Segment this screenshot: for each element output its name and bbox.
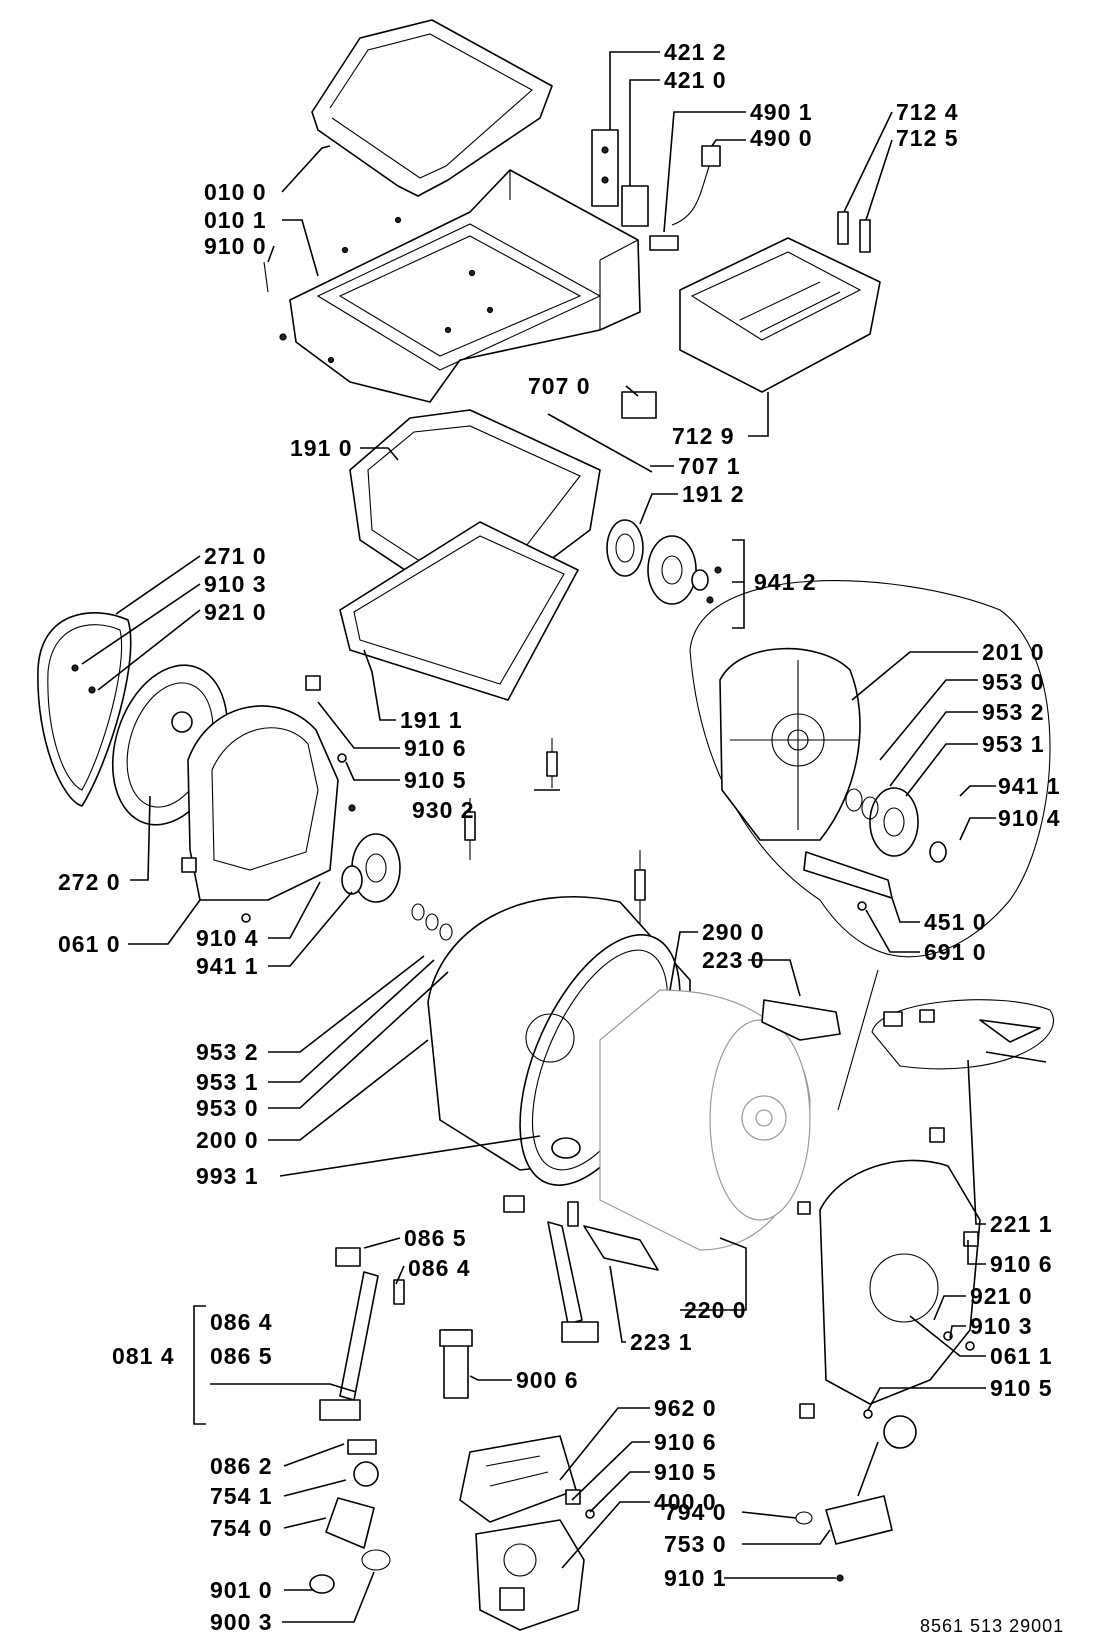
label-712-5: 712 5 [896, 125, 959, 151]
label-010-1: 010 1 [204, 207, 267, 233]
label-421-2: 421 2 [664, 39, 727, 65]
left-side-cover-part [181, 675, 356, 923]
label-993-1: 993 1 [196, 1163, 259, 1189]
label-930-2: 930 2 [412, 797, 475, 823]
top-frame-part [263, 169, 641, 403]
label-271-0: 271 0 [204, 543, 267, 569]
label-272-0: 272 0 [58, 869, 121, 895]
lid-frame-part [311, 19, 553, 197]
drum-part [599, 989, 811, 1251]
label-086-5-top: 086 5 [404, 1225, 467, 1251]
label-086-4-group: 086 4 [210, 1309, 273, 1335]
label-953-2: 953 2 [982, 699, 1045, 725]
label-910-3-right: 910 3 [970, 1313, 1033, 1339]
label-490-0: 490 0 [750, 125, 813, 151]
small-parts-cluster [871, 999, 1054, 1070]
label-953-0: 953 0 [982, 669, 1045, 695]
drain-hose-part [309, 1461, 391, 1594]
detergent-drawer-part [679, 237, 881, 393]
label-901-0: 901 0 [210, 1577, 273, 1603]
label-910-6-right: 910 6 [990, 1251, 1053, 1277]
label-712-4: 712 4 [896, 99, 959, 125]
tub-back-part [719, 647, 861, 841]
label-086-5-group: 086 5 [210, 1343, 273, 1369]
label-200-0: 200 0 [196, 1127, 259, 1153]
label-490-1: 490 1 [750, 99, 813, 125]
label-921-0: 921 0 [204, 599, 267, 625]
label-900-3: 900 3 [210, 1609, 273, 1635]
label-941-2: 941 2 [754, 569, 817, 595]
bracket-part [591, 129, 649, 227]
label-910-5-right: 910 5 [990, 1375, 1053, 1401]
label-910-4-right: 910 4 [998, 805, 1061, 831]
pump-filter-part [439, 1329, 473, 1399]
pressure-switch-part [795, 1415, 917, 1582]
label-223-0: 223 0 [702, 947, 765, 973]
label-707-0: 707 0 [528, 373, 591, 399]
label-451-0: 451 0 [924, 909, 987, 935]
part-number-labels: 421 2 421 0 490 1 490 0 712 4 712 5 010 … [58, 39, 1064, 1636]
label-910-6-bottom: 910 6 [654, 1429, 717, 1455]
counterweight-part [583, 1225, 659, 1271]
label-910-6: 910 6 [404, 735, 467, 761]
label-910-5: 910 5 [404, 767, 467, 793]
label-953-2-left: 953 2 [196, 1039, 259, 1065]
left-bearing-seals-part [341, 833, 453, 941]
label-223-1: 223 1 [630, 1329, 693, 1355]
door-lock-part [547, 391, 657, 473]
label-707-1: 707 1 [678, 453, 741, 479]
label-953-1-left: 953 1 [196, 1069, 259, 1095]
label-910-3: 910 3 [204, 571, 267, 597]
label-953-0-left: 953 0 [196, 1095, 259, 1121]
drive-belt-part [37, 612, 132, 807]
label-754-1: 754 1 [210, 1483, 273, 1509]
leader-lines [81, 51, 996, 1623]
label-910-0: 910 0 [204, 233, 267, 259]
drain-pump-part [475, 1489, 595, 1631]
label-900-6: 900 6 [516, 1367, 579, 1393]
label-220-0: 220 0 [684, 1297, 747, 1323]
label-221-1: 221 1 [990, 1211, 1053, 1237]
callout-bubble [689, 580, 1051, 1111]
label-290-0: 290 0 [702, 919, 765, 945]
label-421-0: 421 0 [664, 67, 727, 93]
label-191-1: 191 1 [400, 707, 463, 733]
label-921-0-right: 921 0 [970, 1283, 1033, 1309]
heater-bearing-part [803, 787, 947, 911]
label-061-1: 061 1 [990, 1343, 1053, 1369]
drum-paddle-part [761, 999, 841, 1041]
label-794-0: 794 0 [664, 1499, 727, 1525]
label-691-0: 691 0 [924, 939, 987, 965]
label-081-4: 081 4 [112, 1343, 175, 1369]
label-941-1-right: 941 1 [998, 773, 1061, 799]
label-400-0: 400 0 [654, 1489, 717, 1515]
label-712-9: 712 9 [672, 423, 735, 449]
label-086-4-top: 086 4 [408, 1255, 471, 1281]
right-side-cover-part [797, 1127, 981, 1419]
lid-part [339, 409, 601, 701]
label-962-0: 962 0 [654, 1395, 717, 1421]
label-086-2: 086 2 [210, 1453, 273, 1479]
label-910-5-bottom: 910 5 [654, 1459, 717, 1485]
label-191-2: 191 2 [682, 481, 745, 507]
label-910-1: 910 1 [664, 1565, 727, 1591]
label-953-1: 953 1 [982, 731, 1045, 757]
bottom-shield-part [459, 1435, 577, 1523]
label-191-0: 191 0 [290, 435, 353, 461]
label-010-0: 010 0 [204, 179, 267, 205]
label-941-1-left: 941 1 [196, 953, 259, 979]
mains-cable-part [649, 145, 721, 251]
label-910-4-left: 910 4 [196, 925, 259, 951]
hinge-bearing-part [606, 519, 722, 605]
label-754-0: 754 0 [210, 1515, 273, 1541]
indicator-lamps-part [837, 211, 871, 253]
shock-absorbers-part [319, 1195, 599, 1455]
document-code: 8561 513 29001 [920, 1616, 1064, 1636]
label-061-0: 061 0 [58, 931, 121, 957]
label-753-0: 753 0 [664, 1531, 727, 1557]
label-201-0: 201 0 [982, 639, 1045, 665]
